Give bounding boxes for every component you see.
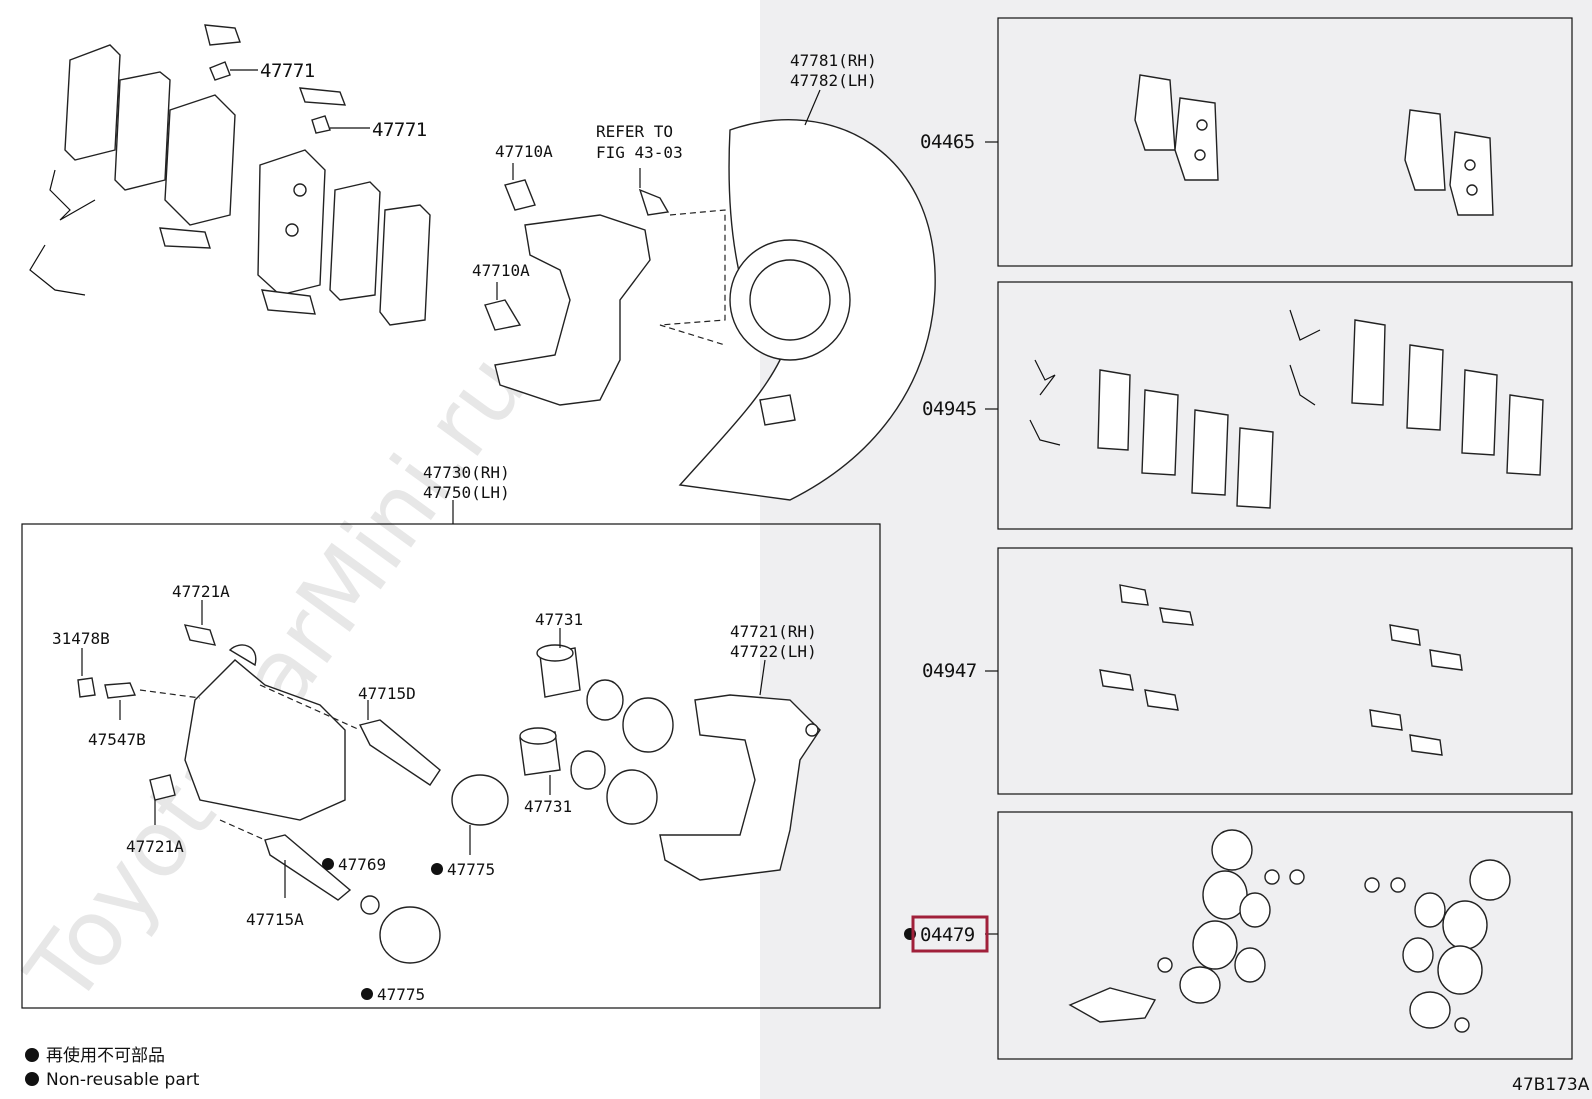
nonreusable-dot-47775-2 — [361, 988, 373, 1000]
label-47715a: 47715A — [246, 910, 304, 929]
brake-pads-exploded — [29, 24, 431, 326]
kit-04479[interactable] — [985, 811, 1573, 1060]
label-47710a-2: 47710A — [472, 261, 530, 280]
caliper-body — [77, 600, 509, 964]
caliper-mounting-bracket — [659, 659, 821, 881]
legend-dot-1 — [25, 1048, 39, 1062]
kit-04945[interactable] — [985, 281, 1573, 530]
legend-line2: Non-reusable part — [46, 1070, 200, 1090]
label-47721a-2: 47721A — [126, 837, 184, 856]
label-47750: 47750(LH) — [423, 483, 510, 502]
label-47722: 47722(LH) — [730, 642, 817, 661]
kit-04479-highlight — [911, 915, 989, 953]
dust-shield — [678, 89, 936, 501]
label-47731-1: 47731 — [535, 610, 583, 629]
kit-label-04947[interactable]: 04947 — [922, 660, 977, 682]
label-47715d: 47715D — [358, 684, 416, 703]
pistons-seals — [519, 628, 674, 825]
caliper-bracket — [484, 163, 726, 406]
label-47721: 47721(RH) — [730, 622, 817, 641]
label-47721a-1: 47721A — [172, 582, 230, 601]
label-47775-2: 47775 — [377, 985, 425, 1004]
kit-04947[interactable] — [985, 547, 1573, 795]
kit-label-04479[interactable]: 04479 — [920, 924, 975, 946]
kit-04465[interactable] — [985, 17, 1573, 267]
label-47731-2: 47731 — [524, 797, 572, 816]
label-47730: 47730(RH) — [423, 463, 510, 482]
label-31478b: 31478B — [52, 629, 110, 648]
label-47775-1: 47775 — [447, 860, 495, 879]
figure-id: 47B173A — [1512, 1075, 1590, 1095]
label-47782: 47782(LH) — [790, 71, 877, 90]
legend-dot-2 — [25, 1072, 39, 1086]
label-47771-a: 47771 — [260, 60, 315, 82]
kit-label-04945[interactable]: 04945 — [922, 398, 977, 420]
kit-label-04465[interactable]: 04465 — [920, 131, 975, 153]
caliper-assembly-frame — [21, 523, 881, 1009]
label-47710a-1: 47710A — [495, 142, 553, 161]
legend-line1: 再使用不可部品 — [46, 1045, 165, 1066]
nonreusable-dot-47775-1 — [431, 863, 443, 875]
label-47769: 47769 — [338, 855, 386, 874]
refer-label-line2: FIG 43-03 — [596, 143, 683, 162]
label-47547b: 47547B — [88, 730, 146, 749]
label-47781: 47781(RH) — [790, 51, 877, 70]
label-47771-b: 47771 — [372, 119, 427, 141]
nonreusable-dot-47769 — [322, 858, 334, 870]
refer-label-line1: REFER TO — [596, 122, 673, 141]
